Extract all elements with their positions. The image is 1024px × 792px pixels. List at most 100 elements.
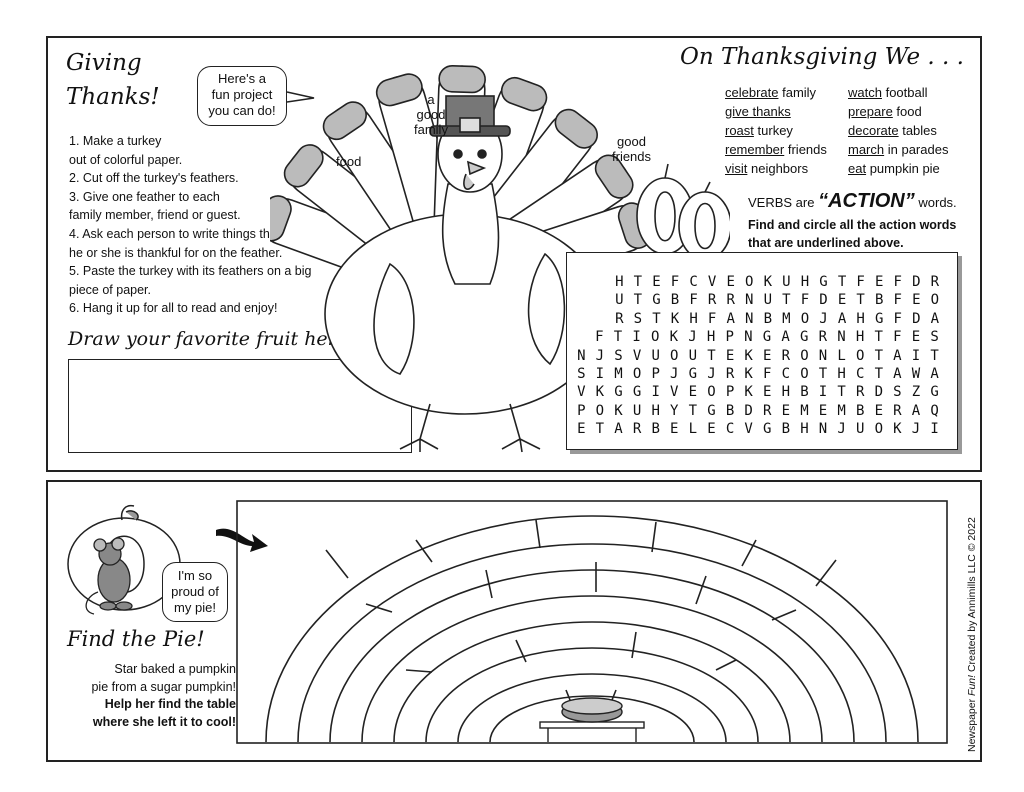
grid-letter[interactable]: A (893, 347, 902, 364)
grid-letter[interactable]: Y (670, 402, 679, 419)
grid-letter[interactable]: I (632, 329, 641, 346)
grid-letter[interactable]: G (614, 384, 623, 401)
grid-letter[interactable]: U (763, 292, 772, 309)
grid-letter[interactable]: R (726, 292, 735, 309)
grid-letter[interactable]: T (633, 274, 643, 290)
grid-letter[interactable]: T (633, 292, 643, 309)
grid-letter[interactable]: V (744, 421, 753, 438)
grid-letter[interactable]: O (650, 329, 660, 346)
grid-letter[interactable]: M (614, 365, 623, 382)
grid-letter[interactable]: S (614, 347, 623, 364)
grid-letter[interactable]: U (782, 274, 791, 290)
grid-letter[interactable]: H (856, 310, 865, 327)
grid-letter[interactable]: G (819, 274, 828, 290)
grid-letter[interactable]: O (930, 292, 940, 309)
grid-letter[interactable]: J (819, 310, 828, 327)
grid-letter[interactable]: O (800, 310, 810, 327)
grid-letter[interactable]: B (763, 310, 772, 327)
grid-letter[interactable]: G (762, 329, 772, 346)
grid-letter[interactable]: P (577, 402, 586, 419)
grid-letter[interactable]: E (837, 292, 847, 309)
grid-letter[interactable]: E (707, 421, 716, 438)
grid-letter[interactable]: U (855, 421, 865, 438)
grid-letter[interactable]: R (855, 384, 865, 401)
grid-letter[interactable]: J (911, 421, 921, 438)
grid-letter[interactable]: C (725, 421, 735, 438)
grid-letter[interactable]: J (670, 365, 679, 382)
grid-letter[interactable]: V (670, 384, 679, 401)
grid-letter[interactable]: A (893, 365, 902, 382)
grid-letter[interactable]: E (911, 329, 921, 346)
grid-letter[interactable]: R (615, 310, 624, 327)
grid-letter[interactable]: S (577, 365, 586, 382)
grid-letter[interactable]: E (688, 384, 698, 401)
grid-letter[interactable]: I (595, 365, 605, 382)
grid-letter[interactable]: T (874, 347, 884, 364)
grid-letter[interactable]: N (837, 329, 846, 346)
grid-letter[interactable]: B (781, 421, 791, 438)
grid-letter[interactable]: B (725, 402, 735, 419)
grid-letter[interactable]: Q (930, 402, 939, 419)
grid-letter[interactable]: T (782, 292, 791, 309)
grid-letter[interactable]: N (818, 421, 828, 438)
grid-letter[interactable]: I (911, 347, 921, 364)
grid-letter[interactable]: A (930, 365, 939, 382)
grid-letter[interactable]: T (930, 347, 939, 364)
grid-letter[interactable]: C (781, 365, 791, 382)
grid-letter[interactable]: H (651, 402, 660, 419)
grid-letter[interactable]: M (800, 402, 809, 419)
grid-letter[interactable]: T (613, 329, 623, 346)
grid-letter[interactable]: E (763, 347, 772, 364)
grid-letter[interactable]: H (689, 310, 698, 327)
grid-letter[interactable]: I (930, 421, 939, 438)
grid-letter[interactable]: F (893, 292, 902, 309)
grid-letter[interactable]: J (595, 347, 605, 364)
grid-letter[interactable]: O (855, 347, 865, 364)
grid-letter[interactable]: F (763, 365, 772, 382)
grid-letter[interactable]: T (595, 421, 605, 438)
grid-letter[interactable]: G (688, 365, 698, 382)
grid-letter[interactable]: H (837, 365, 846, 382)
grid-letter[interactable]: G (874, 310, 884, 327)
grid-letter[interactable]: V (577, 384, 586, 401)
grid-letter[interactable]: E (577, 421, 586, 438)
grid-letter[interactable]: H (615, 274, 624, 290)
grid-letter[interactable]: F (707, 310, 717, 327)
grid-letter[interactable]: F (893, 329, 902, 346)
grid-letter[interactable]: O (745, 274, 754, 290)
grid-letter[interactable]: K (763, 274, 772, 290)
grid-letter[interactable]: W (911, 365, 921, 382)
grid-letter[interactable]: G (707, 402, 716, 419)
grid-letter[interactable]: N (818, 347, 828, 364)
grid-letter[interactable]: O (595, 402, 605, 419)
grid-letter[interactable]: J (688, 329, 697, 346)
grid-letter[interactable]: Z (911, 384, 921, 401)
grid-letter[interactable]: O (800, 365, 809, 382)
grid-letter[interactable]: G (652, 292, 661, 309)
grid-letter[interactable]: B (855, 402, 865, 419)
grid-letter[interactable]: A (930, 310, 940, 327)
grid-letter[interactable]: O (707, 384, 716, 401)
grid-letter[interactable]: D (912, 310, 921, 327)
grid-letter[interactable]: R (818, 329, 828, 346)
grid-letter[interactable]: D (912, 274, 921, 290)
grid-letter[interactable]: C (855, 365, 865, 382)
grid-letter[interactable]: T (818, 365, 828, 382)
grid-letter[interactable]: F (893, 274, 902, 290)
grid-letter[interactable]: K (744, 347, 753, 364)
grid-letter[interactable]: A (781, 329, 790, 346)
grid-letter[interactable]: F (689, 292, 698, 309)
grid-letter[interactable]: H (800, 274, 810, 290)
grid-letter[interactable]: A (837, 310, 847, 327)
grid-letter[interactable]: N (745, 292, 754, 309)
grid-letter[interactable]: T (874, 329, 883, 346)
grid-letter[interactable]: L (688, 421, 698, 438)
grid-letter[interactable]: E (670, 421, 679, 438)
grid-letter[interactable]: E (874, 274, 884, 290)
grid-letter[interactable]: M (782, 310, 791, 327)
grid-letter[interactable]: G (763, 421, 772, 438)
grid-letter[interactable]: E (726, 274, 735, 290)
grid-letter[interactable]: F (595, 329, 604, 346)
grid-letter[interactable]: I (651, 384, 660, 401)
grid-letter[interactable]: R (763, 402, 772, 419)
